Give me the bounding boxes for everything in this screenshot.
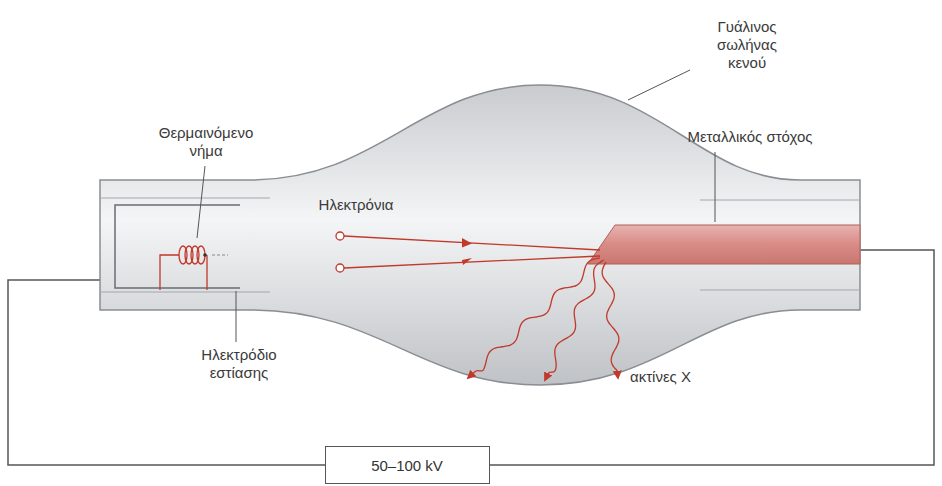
- leader-line: [236, 291, 237, 342]
- x-rays: [468, 258, 619, 380]
- metal-target: [588, 225, 860, 264]
- x-ray: [545, 260, 604, 380]
- filament-label: Θερμαινόμενο νήμα: [150, 124, 262, 160]
- glass-vacuum-tube: [100, 85, 860, 385]
- filament-dot: [203, 253, 207, 257]
- x-rays-label: ακτίνες Χ: [630, 368, 740, 386]
- power-supply-box: 50–100 kV: [325, 446, 490, 484]
- electron: [336, 232, 344, 240]
- filament-lead: [160, 255, 207, 290]
- electrons-label: Ηλεκτρόνια: [296, 196, 416, 214]
- target-label: Μεταλλικός στόχος: [650, 128, 850, 146]
- leader-line: [197, 166, 205, 238]
- filament-coil: [160, 246, 207, 290]
- electron: [336, 264, 344, 272]
- x-ray: [602, 262, 619, 378]
- x-ray: [468, 258, 600, 378]
- electron-beam: [344, 236, 600, 268]
- emission-mark: [212, 255, 228, 256]
- glass-tube-label: Γυάλινος σωλήνας κενού: [702, 18, 792, 72]
- beam-arrowhead: [462, 238, 472, 265]
- focusing-electrode: [115, 205, 240, 288]
- voltage-label: 50–100 kV: [371, 457, 443, 474]
- tube-wall: [100, 198, 270, 292]
- leader-line: [715, 152, 716, 222]
- leader-line: [628, 70, 690, 100]
- focusing-electrode-label: Ηλεκτρόδιο εστίασης: [184, 346, 294, 382]
